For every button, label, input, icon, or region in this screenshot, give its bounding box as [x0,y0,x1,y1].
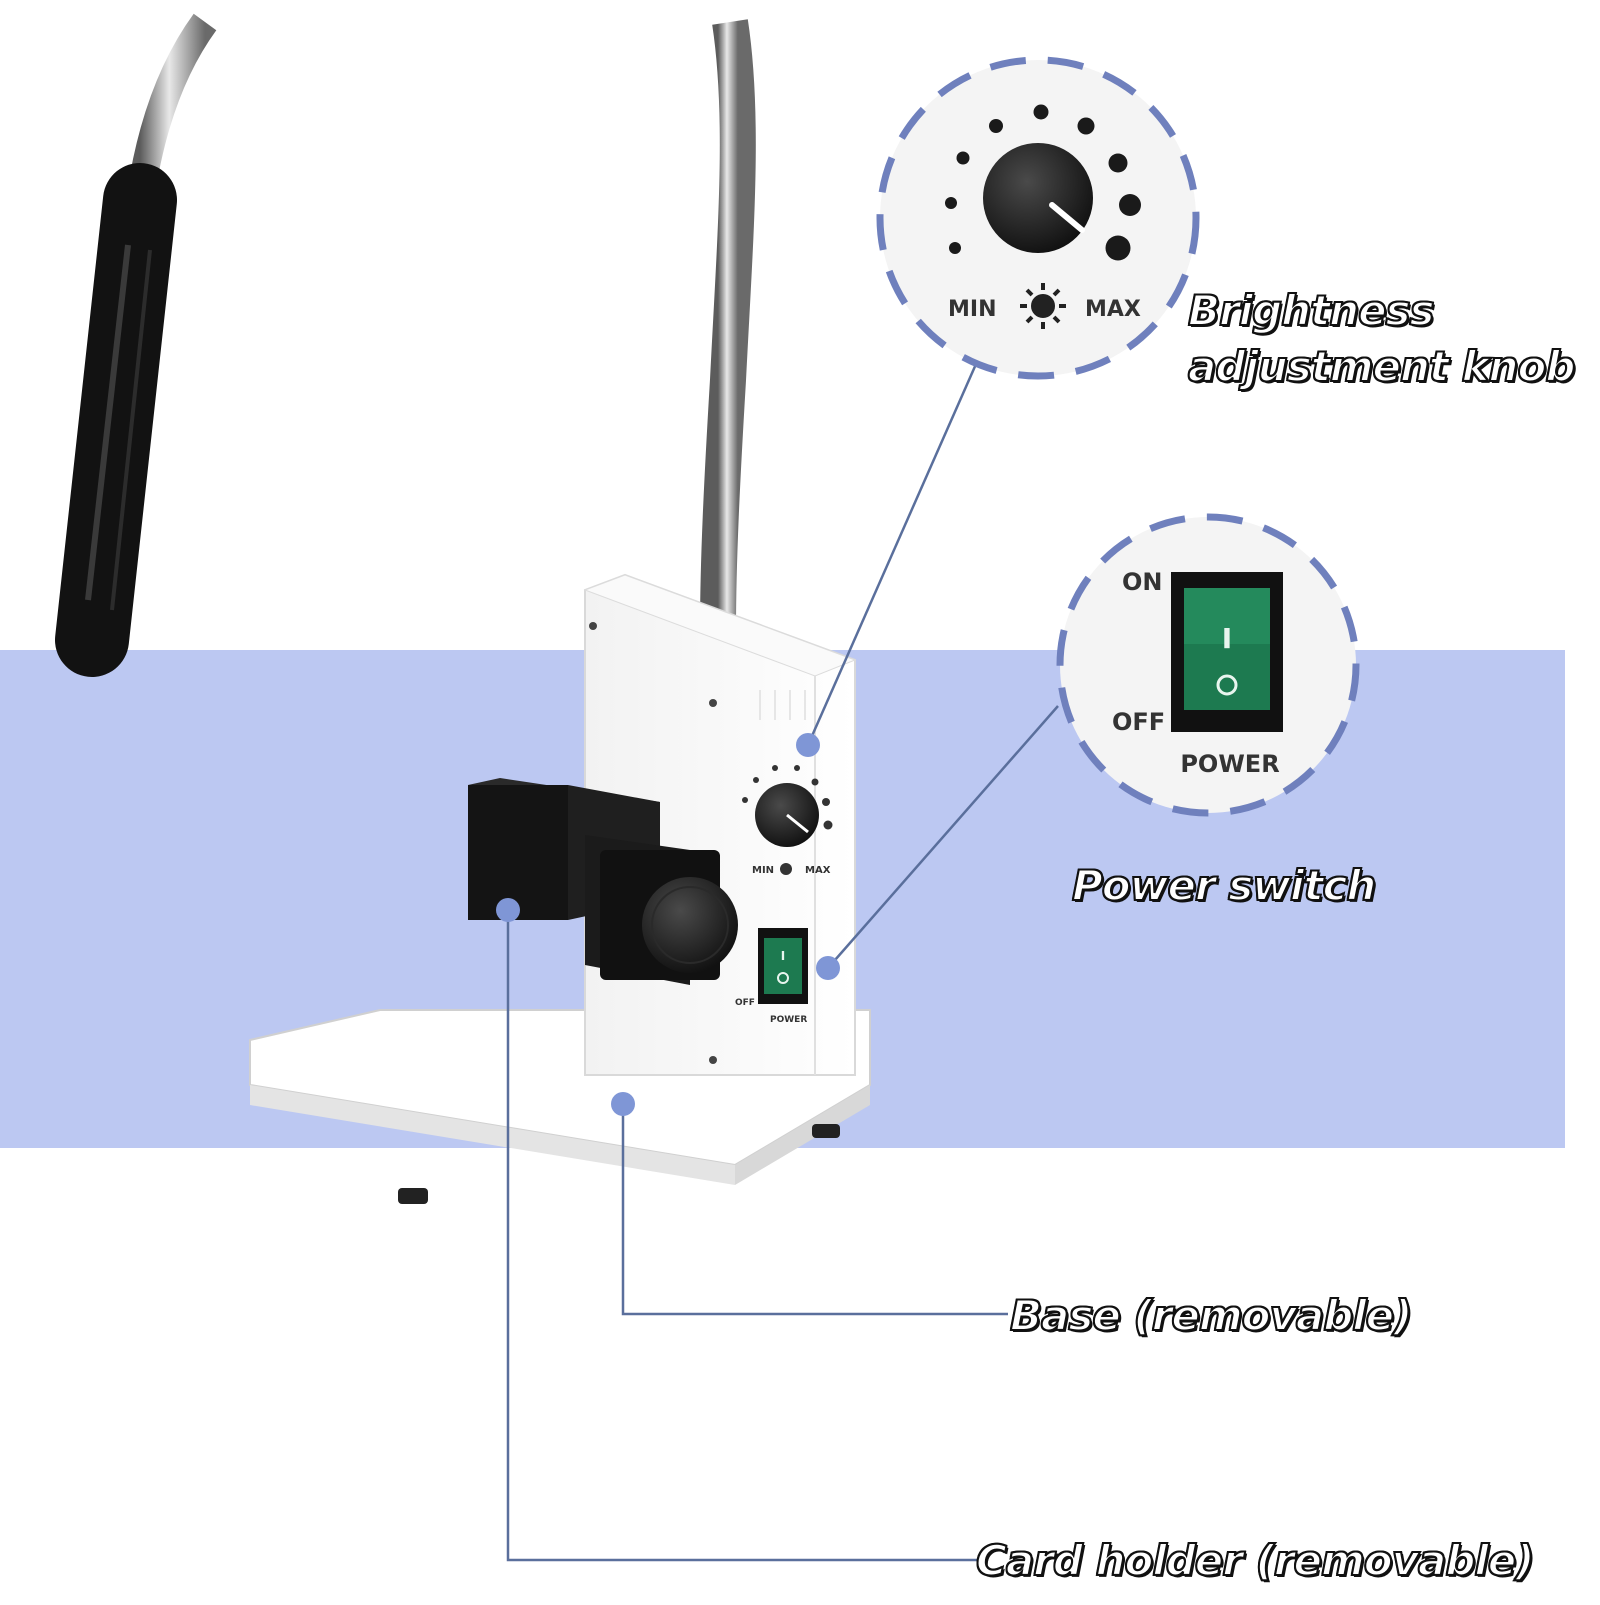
card-holder-knob[interactable] [642,877,738,973]
zoom-brightness-knob[interactable] [983,143,1093,253]
left-gooseneck [55,13,217,677]
body-switch-on-symbol: I [781,949,785,963]
zoom-switch-on-label: ON [1122,568,1163,596]
zoom-knob-min: MIN [948,297,997,322]
brightness-label-line2: adjustment knob [1187,341,1576,392]
body-brightness-knob[interactable]: MIN MAX [742,765,833,876]
card-holder-callout-dot [496,898,520,922]
power-callout-dot [816,956,840,980]
zoom-switch-power-label: POWER [1180,750,1279,778]
body-knob-min: MIN [752,865,774,876]
brightness-callout-dot [796,733,820,757]
body-switch-off: OFF [735,998,755,1008]
brightness-scale-dots [945,104,1141,261]
body-switch-power: POWER [770,1015,807,1025]
body-power-switch[interactable]: I OFF POWER [735,928,808,1025]
brightness-zoom-panel: MIN MAX [876,56,1200,380]
zoom-switch-on-symbol: I [1222,622,1232,655]
brightness-label-line1: Brightness [1187,285,1436,336]
main-gooseneck [700,19,756,631]
power-zoom-panel: I ON OFF POWER [1056,513,1360,817]
zoom-switch-off-symbol [1216,674,1238,696]
base-callout-dot [611,1092,635,1116]
brightness-label: Brightness adjustment knob [1187,283,1576,395]
power-switch-label: Power switch [1071,860,1377,911]
callout-dots [496,733,840,1116]
callout-lines [506,354,1059,1562]
base-label: Base (removable) [1009,1290,1413,1341]
sun-icon [1020,283,1066,329]
body-knob-max: MAX [805,865,831,876]
card-holder-label: Card holder (removable) [975,1535,1535,1586]
zoom-knob-max: MAX [1085,297,1141,322]
zoom-switch-off-label: OFF [1112,708,1165,736]
card-holder[interactable] [468,778,738,985]
body-sun-icon [780,863,792,875]
